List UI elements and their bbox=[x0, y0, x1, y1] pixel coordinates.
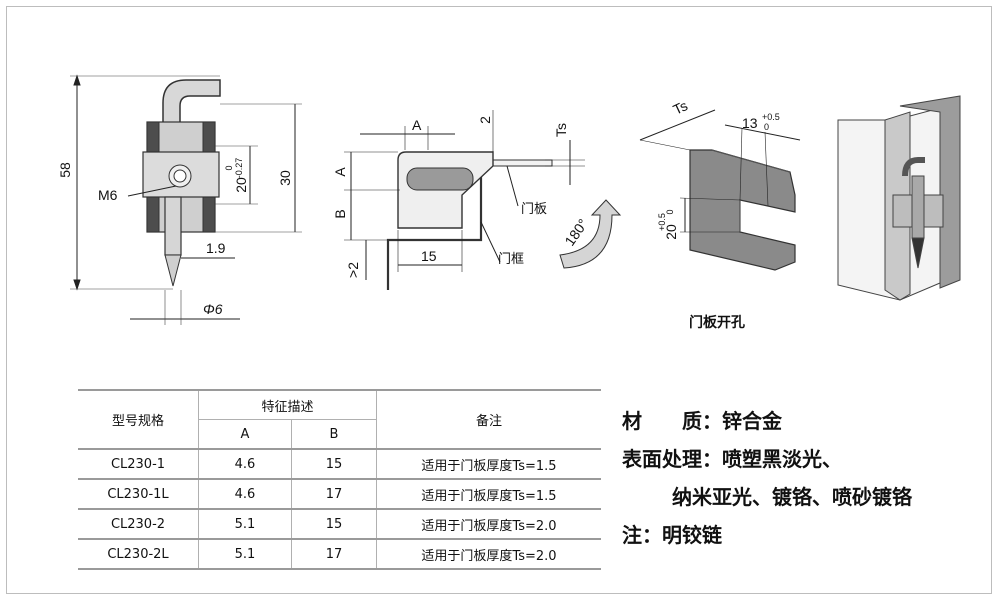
cutout-view bbox=[639, 109, 801, 271]
surface-label: 表面处理： bbox=[622, 447, 722, 471]
surface-line-2: 纳米亚光、镀铬、喷砂镀铬 bbox=[622, 478, 912, 516]
overall-height-label: 58 bbox=[57, 162, 73, 178]
cell-model: CL230-2 bbox=[78, 508, 199, 539]
table-row: CL230-2L 5.1 17 适用于门板厚度Ts=2.0 bbox=[78, 538, 601, 570]
header-model: 型号规格 bbox=[78, 389, 199, 449]
slot-label: 20 bbox=[233, 177, 249, 193]
cutout-ts-label: Ts bbox=[671, 97, 690, 117]
door-panel-label: 门板 bbox=[521, 202, 547, 217]
surface-value-2: 纳米亚光、镀铬、喷砂镀铬 bbox=[672, 485, 912, 509]
cell-a: 4.6 bbox=[198, 478, 292, 509]
cell-model: CL230-1 bbox=[78, 448, 199, 479]
header-features: 特征描述 bbox=[198, 389, 377, 420]
cutout-width-tol-bottom: 0 bbox=[764, 122, 769, 132]
offset-label: 1.9 bbox=[206, 240, 226, 256]
material-line: 材 质：锌合金 bbox=[622, 402, 912, 440]
cell-remark: 适用于门板厚度Ts=2.0 bbox=[376, 538, 601, 570]
cell-model: CL230-1L bbox=[78, 478, 199, 509]
table-row: CL230-1L 4.6 17 适用于门板厚度Ts=1.5 bbox=[78, 478, 601, 509]
header-a: A bbox=[198, 419, 292, 449]
note-value: 明铰链 bbox=[662, 523, 722, 547]
material-label: 材 质： bbox=[622, 409, 722, 433]
cutout-caption: 门板开孔 bbox=[689, 315, 745, 331]
dim-a-top: A bbox=[412, 117, 422, 133]
cell-remark: 适用于门板厚度Ts=1.5 bbox=[376, 448, 601, 479]
cell-b: 17 bbox=[291, 538, 377, 570]
dim-min: >2 bbox=[345, 262, 361, 278]
cutout-height-tol-top: +0.5 bbox=[657, 213, 667, 231]
thread-label: M6 bbox=[98, 187, 118, 203]
table-row: CL230-1 4.6 15 适用于门板厚度Ts=1.5 bbox=[78, 448, 601, 479]
dim-ts: Ts bbox=[553, 123, 569, 137]
table-row: CL230-2 5.1 15 适用于门板厚度Ts=2.0 bbox=[78, 508, 601, 539]
spec-table: 型号规格 特征描述 备注 A B CL230-1 4.6 15 适用于门板厚度T… bbox=[78, 389, 601, 570]
cell-model: CL230-2L bbox=[78, 538, 199, 570]
cell-remark: 适用于门板厚度Ts=1.5 bbox=[376, 478, 601, 509]
body-height-label: 30 bbox=[277, 170, 293, 186]
cutout-width-tol-top: +0.5 bbox=[762, 112, 780, 122]
cell-b: 15 bbox=[291, 448, 377, 479]
cell-a: 5.1 bbox=[198, 538, 292, 570]
dim-gap: 2 bbox=[477, 116, 493, 124]
mounted-3d-view bbox=[837, 95, 961, 301]
page-frame bbox=[6, 6, 992, 594]
cutout-height-label: 20 bbox=[663, 224, 679, 240]
dim-b-side: B bbox=[332, 209, 348, 218]
product-notes: 材 质：锌合金 表面处理：喷塑黑淡光、 纳米亚光、镀铬、喷砂镀铬 注：明铰链 bbox=[622, 402, 912, 554]
header-remark: 备注 bbox=[376, 389, 601, 449]
cutout-height-tol-bottom: 0 bbox=[665, 209, 675, 214]
dim-a-side: A bbox=[332, 167, 348, 177]
note-line: 注：明铰链 bbox=[622, 516, 912, 554]
surface-line: 表面处理：喷塑黑淡光、 bbox=[622, 440, 912, 478]
pin-diameter-label: Φ6 bbox=[203, 301, 223, 317]
door-frame-label: 门框 bbox=[498, 252, 524, 267]
header-b: B bbox=[291, 419, 377, 449]
slot-tol-bottom: -0.27 bbox=[234, 158, 244, 179]
dim-width: 15 bbox=[421, 248, 437, 264]
material-value: 锌合金 bbox=[722, 409, 782, 433]
slot-tol-top: 0 bbox=[224, 165, 234, 170]
cell-a: 5.1 bbox=[198, 508, 292, 539]
cell-b: 17 bbox=[291, 478, 377, 509]
cutout-width-label: 13 bbox=[742, 115, 758, 131]
surface-value-1: 喷塑黑淡光、 bbox=[722, 447, 842, 471]
cell-remark: 适用于门板厚度Ts=2.0 bbox=[376, 508, 601, 539]
cell-b: 15 bbox=[291, 508, 377, 539]
installation-section-view bbox=[344, 110, 622, 290]
hinge-front-view bbox=[70, 74, 302, 325]
note-label: 注： bbox=[622, 523, 662, 547]
cell-a: 4.6 bbox=[198, 448, 292, 479]
rotation-angle-label: 180° bbox=[561, 216, 591, 249]
